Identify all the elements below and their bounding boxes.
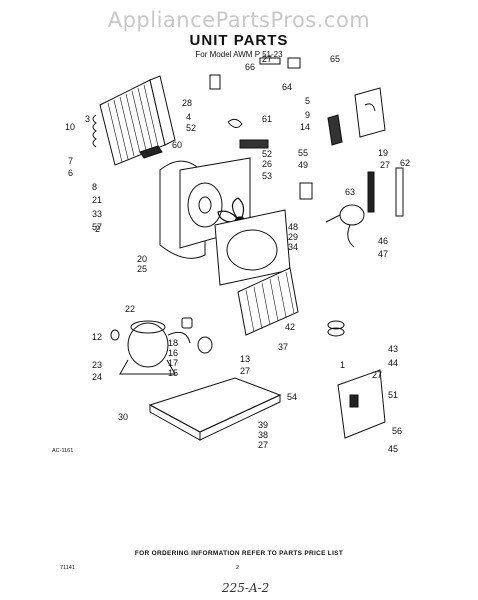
motor-bracket: [354, 87, 386, 138]
overload-protector: [181, 317, 193, 329]
callout-44: 44: [388, 358, 398, 368]
callout-63: 63: [345, 187, 355, 197]
callout-60: 60: [172, 140, 182, 150]
watermark: AppliancePartsPros.com: [107, 8, 371, 32]
callout-61: 61: [262, 114, 272, 124]
grille-61: [239, 139, 269, 149]
callout-47: 47: [378, 249, 388, 259]
callout-16: 16: [168, 348, 178, 358]
evaporator-coil: [92, 75, 176, 166]
callout-20: 20: [137, 254, 147, 264]
callout-29: 29: [288, 232, 298, 242]
callout-19: 19: [378, 148, 388, 158]
callout-27: 27: [372, 370, 382, 380]
callout-37: 37: [278, 342, 288, 352]
motor-mount-49: [299, 182, 313, 200]
condenser-coil: [237, 267, 299, 336]
callout-27: 27: [258, 440, 268, 450]
callout-12: 12: [92, 332, 102, 342]
grommet: [110, 329, 120, 341]
top-bracket: [259, 57, 281, 65]
callout-43: 43: [388, 344, 398, 354]
callout-14: 14: [300, 122, 310, 132]
callout-55: 55: [298, 148, 308, 158]
control-box: [337, 369, 386, 439]
callout-51: 51: [388, 390, 398, 400]
clip-28: [209, 74, 221, 90]
diagram-title: UNIT PARTS: [189, 32, 289, 49]
callout-33: 33: [92, 209, 102, 219]
base-pan: [148, 377, 282, 441]
callout-4: 4: [186, 112, 191, 122]
callout-45: 45: [388, 444, 398, 454]
callout-18: 18: [168, 338, 178, 348]
fan-motor: [325, 204, 365, 248]
seal-strip-63: [367, 171, 375, 213]
callout-13: 13: [240, 354, 250, 364]
control-panel: [327, 114, 343, 146]
callout-25: 25: [137, 264, 147, 274]
callout-49: 49: [298, 160, 308, 170]
callout-10: 10: [65, 122, 75, 132]
callout-66: 66: [245, 62, 255, 72]
filter-pad: [139, 145, 163, 159]
callout-6: 6: [68, 168, 73, 178]
callout-46: 46: [378, 236, 388, 246]
compressor: [119, 320, 191, 375]
figure-code: AC-1161: [52, 448, 74, 454]
callout-3: 3: [85, 114, 90, 124]
callout-27: 27: [262, 54, 272, 64]
callout-52: 52: [186, 123, 196, 133]
callout-42: 42: [285, 322, 295, 332]
callout-54: 54: [287, 392, 297, 402]
callout-27: 27: [380, 160, 390, 170]
callout-27: 27: [240, 366, 250, 376]
clip-64: [287, 57, 301, 69]
capacitor: [327, 320, 345, 337]
callout-34: 34: [288, 242, 298, 252]
callout-9: 9: [305, 110, 310, 120]
callout-23: 23: [92, 360, 102, 370]
callout-57: 57: [92, 222, 102, 232]
callout-48: 48: [288, 222, 298, 232]
callout-39: 39: [258, 420, 268, 430]
callout-1: 1: [340, 360, 345, 370]
callout-22: 22: [125, 304, 135, 314]
terminal-cover: [197, 336, 213, 354]
callout-30: 30: [118, 412, 128, 422]
callout-15: 15: [168, 368, 178, 378]
callout-53: 53: [262, 171, 272, 181]
seal-strip-62: [395, 167, 404, 217]
spring-4: [227, 118, 243, 128]
callout-65: 65: [330, 54, 340, 64]
callout-5: 5: [305, 96, 310, 106]
callout-28: 28: [182, 98, 192, 108]
callout-7: 7: [68, 156, 73, 166]
callout-26: 26: [262, 159, 272, 169]
callout-8: 8: [92, 182, 97, 192]
page-number: 2: [236, 565, 240, 571]
callout-2: 2: [95, 224, 100, 234]
diagram-subtitle: For Model AWM P 51-23: [195, 50, 283, 59]
callout-21: 21: [92, 195, 102, 205]
callout-62: 62: [400, 158, 410, 168]
callout-24: 24: [92, 372, 102, 382]
callout-38: 38: [258, 430, 268, 440]
callout-17: 17: [168, 358, 178, 368]
ordering-note: FOR ORDERING INFORMATION REFER TO PARTS …: [134, 550, 344, 557]
handwritten-note: 225-A-2: [222, 581, 270, 595]
callout-56: 56: [392, 426, 402, 436]
callout-52: 52: [262, 149, 272, 159]
callout-64: 64: [282, 82, 292, 92]
page-code: 71141: [60, 565, 75, 571]
